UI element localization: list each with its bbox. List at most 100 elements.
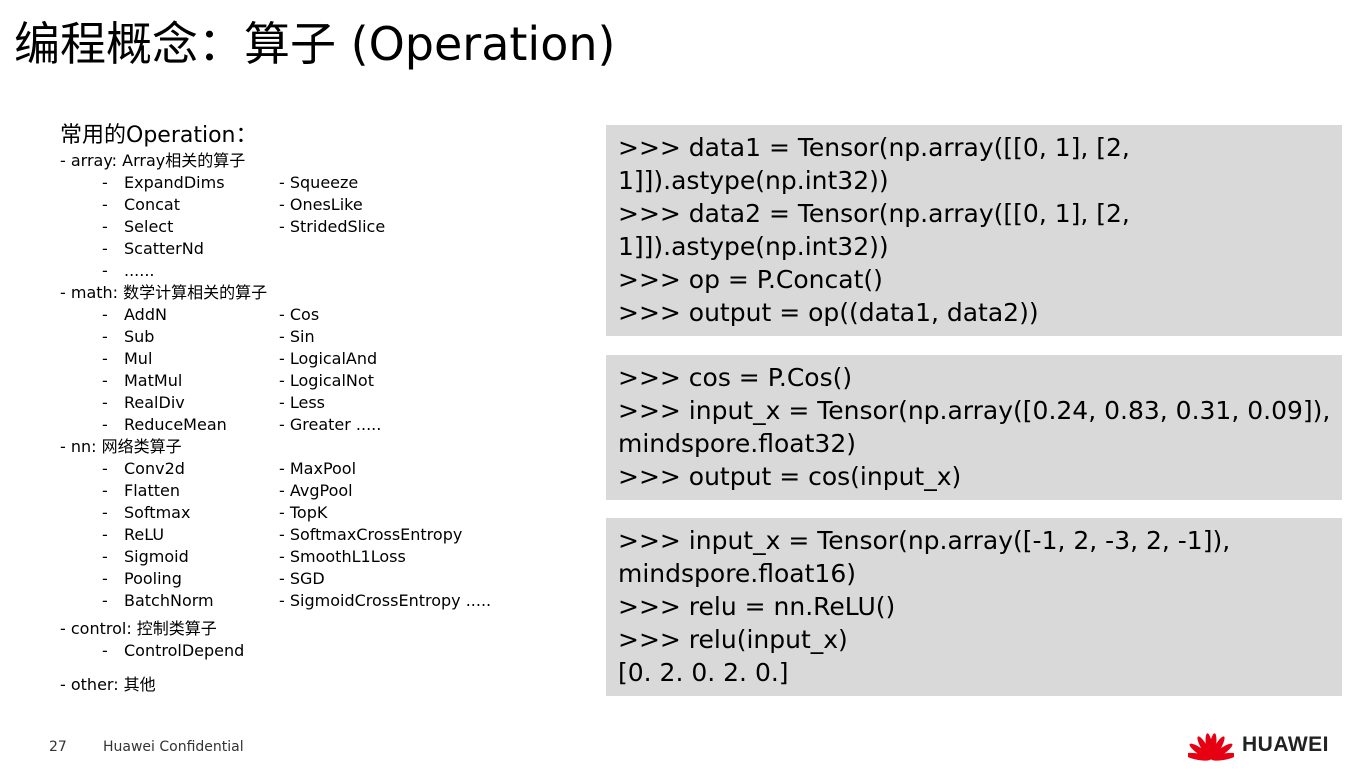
- operation-row: -ExpandDims- Squeeze: [60, 172, 580, 194]
- flower-petal: [1189, 743, 1212, 760]
- bullet-dash: -: [102, 393, 108, 412]
- operation-row: -Flatten- AvgPool: [60, 480, 580, 502]
- code-line: >>> output = op((data1, data2)): [618, 298, 1039, 327]
- operation-name: Pooling: [124, 569, 182, 588]
- operation-name: RealDiv: [124, 393, 185, 412]
- operation-name: Sigmoid: [124, 547, 189, 566]
- operation-row: -ScatterNd: [60, 238, 580, 260]
- operation-name: - Cos: [279, 305, 320, 324]
- operation-name: - Greater .....: [279, 415, 382, 434]
- code-block-cos: >>> cos = P.Cos() >>> input_x = Tensor(np…: [606, 355, 1342, 500]
- code-line: >>> input_x = Tensor(np.array([0.24, 0.8…: [618, 396, 1331, 425]
- code-line: >>> cos = P.Cos(): [618, 363, 853, 392]
- code-line: >>> op = P.Concat(): [618, 265, 883, 294]
- code-line: [0. 2. 0. 2. 0.]: [618, 658, 789, 687]
- bullet-dash: -: [102, 503, 108, 522]
- bullet-dash: -: [102, 261, 108, 280]
- operation-name: - Sin: [279, 327, 315, 346]
- operation-row: -RealDiv - Less: [60, 392, 580, 414]
- operation-name: MatMul: [124, 371, 183, 390]
- operation-name: - OnesLike: [279, 195, 363, 214]
- operation-name: Softmax: [124, 503, 191, 522]
- operation-name: Select: [124, 217, 174, 236]
- operation-row: -Select - StridedSlice: [60, 216, 580, 238]
- huawei-logo: HUAWEI: [1188, 728, 1329, 762]
- operation-name: - Less: [279, 393, 326, 412]
- operation-name: - AvgPool: [279, 481, 353, 500]
- bullet-dash: -: [102, 569, 108, 588]
- code-line: >>> data2 = Tensor(np.array([[0, 1], [2,: [618, 199, 1130, 228]
- code-line: >>> relu(input_x): [618, 625, 848, 654]
- operation-row: -ControlDepend: [60, 640, 580, 662]
- operation-name: ControlDepend: [124, 641, 245, 660]
- code-line: 1]]).astype(np.int32)): [618, 232, 889, 261]
- slide-title: 编程概念：算子 (Operation): [14, 17, 616, 71]
- flower-petal: [1210, 752, 1234, 761]
- operation-name: - SigmoidCrossEntropy .....: [279, 591, 492, 610]
- code-line: mindspore.float32): [618, 429, 856, 458]
- operation-name: ExpandDims: [124, 173, 225, 192]
- bullet-dash: -: [102, 591, 108, 610]
- code-line: 1]]).astype(np.int32)): [618, 166, 889, 195]
- operation-name: - SmoothL1Loss: [279, 547, 406, 566]
- operation-row: -BatchNorm- SigmoidCrossEntropy .....: [60, 590, 580, 612]
- category-label: - nn: 网络类算子: [60, 437, 182, 456]
- code-line: >>> relu = nn.ReLU(): [618, 592, 896, 621]
- operation-name: ReLU: [124, 525, 165, 544]
- operation-name: ReduceMean: [124, 415, 227, 434]
- bullet-dash: -: [102, 415, 108, 434]
- operation-list-heading: 常用的Operation：: [60, 123, 258, 148]
- bullet-dash: -: [102, 459, 108, 478]
- flower-petal: [1209, 733, 1217, 760]
- bullet-dash: -: [102, 349, 108, 368]
- operation-name: ......: [124, 261, 155, 280]
- operation-row: -Mul - LogicalAnd: [60, 348, 580, 370]
- category-label: - array: Array相关的算子: [60, 151, 246, 170]
- category-label: - math: 数学计算相关的算子: [60, 283, 268, 302]
- operation-name: Sub: [124, 327, 155, 346]
- operation-name: - Squeeze: [279, 173, 359, 192]
- confidential-label: Huawei Confidential: [103, 739, 244, 755]
- bullet-dash: -: [102, 195, 108, 214]
- page-number: 27: [49, 739, 67, 755]
- category-label: - other: 其他: [60, 675, 156, 694]
- operation-row: -Pooling - SGD: [60, 568, 580, 590]
- bullet-dash: -: [102, 547, 108, 566]
- code-line: mindspore.float16): [618, 559, 856, 588]
- operation-name: - SoftmaxCrossEntropy: [279, 525, 463, 544]
- code-line: >>> output = cos(input_x): [618, 462, 962, 491]
- operation-name: Concat: [124, 195, 180, 214]
- code-block-relu: >>> input_x = Tensor(np.array([-1, 2, -3…: [606, 518, 1342, 696]
- operation-row: -......: [60, 260, 580, 282]
- operation-row: -AddN - Cos: [60, 304, 580, 326]
- bullet-dash: -: [102, 371, 108, 390]
- operation-name: Flatten: [124, 481, 180, 500]
- operation-name: - LogicalAnd: [279, 349, 378, 368]
- code-line: >>> data1 = Tensor(np.array([[0, 1], [2,: [618, 133, 1130, 162]
- operation-row: -Sub - Sin: [60, 326, 580, 348]
- bullet-dash: -: [102, 641, 108, 660]
- bullet-dash: -: [102, 239, 108, 258]
- operation-name: - SGD: [279, 569, 325, 588]
- operation-name: AddN: [124, 305, 167, 324]
- operation-name: - MaxPool: [279, 459, 357, 478]
- operation-name: ScatterNd: [124, 239, 204, 258]
- bullet-dash: -: [102, 217, 108, 236]
- bullet-dash: -: [102, 525, 108, 544]
- operation-name: - TopK: [279, 503, 328, 522]
- bullet-dash: -: [102, 305, 108, 324]
- operation-name: - StridedSlice: [279, 217, 386, 236]
- operation-row: -Concat - OnesLike: [60, 194, 580, 216]
- logo-text: HUAWEI: [1242, 733, 1329, 756]
- category-label: - control: 控制类算子: [60, 619, 217, 638]
- bullet-dash: -: [102, 327, 108, 346]
- code-line: >>> input_x = Tensor(np.array([-1, 2, -3…: [618, 526, 1231, 555]
- operation-name: Mul: [124, 349, 153, 368]
- operation-row: -ReduceMean - Greater .....: [60, 414, 580, 436]
- operation-row: -ReLU - SoftmaxCrossEntropy: [60, 524, 580, 546]
- operation-sections: - array: Array相关的算子-ExpandDims- Squeeze-…: [60, 150, 580, 696]
- operation-row: -Conv2d- MaxPool: [60, 458, 580, 480]
- flower-petal: [1188, 752, 1212, 761]
- operation-name: - LogicalNot: [279, 371, 374, 390]
- code-block-concat: >>> data1 = Tensor(np.array([[0, 1], [2,…: [606, 125, 1342, 336]
